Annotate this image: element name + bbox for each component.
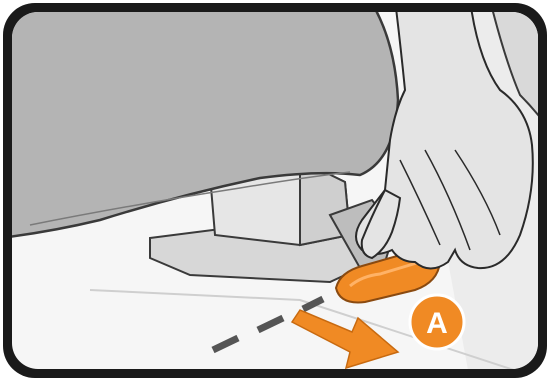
callout-label: A bbox=[426, 307, 448, 340]
callout-circle-icon: A bbox=[410, 295, 464, 349]
